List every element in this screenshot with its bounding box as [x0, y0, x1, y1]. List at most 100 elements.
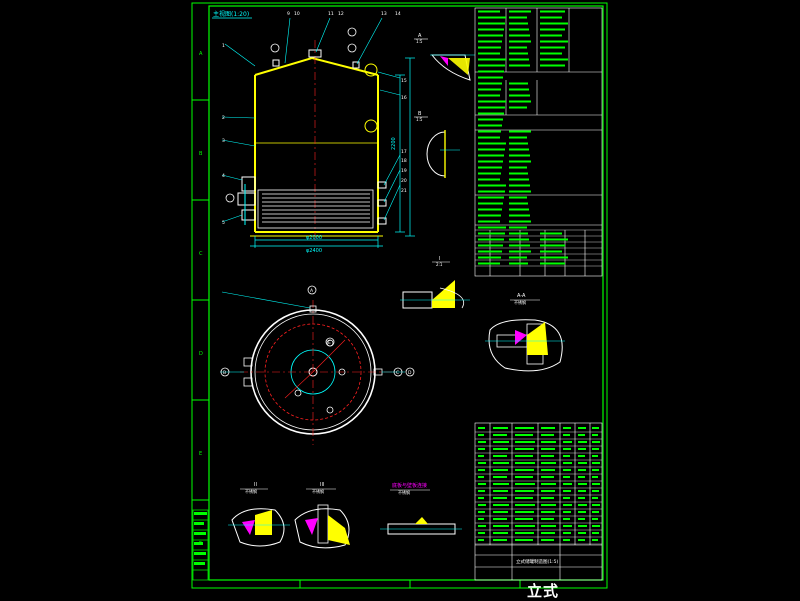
part-cell-text — [515, 462, 535, 464]
table-cell-text — [540, 52, 562, 55]
table-cell-text — [509, 52, 528, 55]
part-cell-text — [578, 532, 586, 534]
part-cell-text — [563, 455, 570, 457]
part-cell-text — [493, 469, 508, 471]
part-numbers-top-group: 9 10 11 12 13 14 — [287, 11, 401, 17]
table-cell-text — [478, 178, 500, 181]
plan-view: A B C D E — [220, 285, 415, 445]
part-cell-text — [563, 497, 570, 499]
zone-letter-e: E — [199, 451, 202, 457]
part-cell-text — [563, 476, 570, 478]
part-cell-text — [493, 497, 507, 499]
part-cell-text — [478, 448, 485, 450]
part-cell-text — [478, 539, 484, 541]
elevation-view: 主视图(1:20) — [212, 10, 415, 254]
left-stamp-fill — [194, 512, 207, 565]
part-cell-text — [578, 525, 587, 527]
part-number: 20 — [401, 178, 407, 184]
table-cell-text — [509, 208, 529, 211]
tank-roof — [254, 56, 379, 76]
table-cell-text — [478, 148, 505, 151]
part-numbers-right-group: 15 16 17 18 19 20 21 — [401, 78, 407, 194]
elevation-title: 主视图(1:20) — [213, 10, 249, 18]
table-cell-text — [540, 40, 568, 43]
leader-lines — [221, 17, 401, 223]
table-cell-text — [509, 160, 531, 163]
part-cell-text — [578, 518, 585, 520]
part-cell-text — [578, 490, 586, 492]
elevation-dimensions — [250, 57, 415, 248]
table-cell-text — [509, 82, 528, 85]
table-cell-text — [478, 160, 503, 163]
technical-data-table — [474, 7, 603, 277]
nozzle-label: A — [310, 288, 314, 294]
part-cell-text — [578, 441, 587, 443]
part-cell-text — [578, 469, 586, 471]
table-cell-text — [509, 16, 527, 19]
table-cell-text — [478, 214, 501, 217]
zone-letter-c: C — [199, 251, 203, 257]
part-cell-text — [515, 532, 534, 534]
part-cell-text — [478, 518, 484, 520]
part-cell-text — [592, 490, 599, 492]
part-number: 5 — [222, 220, 225, 226]
detail-bottom-sub: 不锈钢 — [398, 489, 410, 495]
table-cell-text — [478, 244, 503, 247]
part-cell-text — [515, 448, 534, 450]
part-cell-text — [541, 462, 556, 464]
table-cell-text — [540, 64, 565, 67]
part-cell-text — [541, 469, 555, 471]
table-cell-text — [509, 244, 530, 247]
detail-roof-edge: A 1:5 — [414, 33, 475, 81]
part-cell-text — [578, 476, 585, 478]
table-cell-text — [478, 64, 505, 67]
part-cell-text — [578, 511, 586, 513]
table-cell-text — [509, 214, 530, 217]
part-cell-text — [592, 427, 599, 429]
table-cell-text — [540, 244, 565, 247]
part-cell-text — [578, 504, 587, 506]
table-cell-text — [478, 70, 504, 73]
part-cell-text — [592, 497, 598, 499]
table-cell-text — [509, 262, 528, 265]
detail-ii: II 不锈钢 — [228, 482, 290, 547]
part-cell-text — [493, 448, 508, 450]
table-cell-text — [478, 100, 506, 103]
part-cell-text — [493, 518, 507, 520]
detail-aa-sub: 不锈钢 — [514, 299, 526, 305]
part-cell-text — [578, 497, 585, 499]
table-cell-text — [509, 100, 531, 103]
part-cell-text — [541, 497, 554, 499]
part-number: 2 — [222, 115, 225, 121]
table-cell-text — [540, 256, 568, 259]
table-cell-text — [478, 208, 502, 211]
detail-aa: A-A 不锈钢 — [485, 293, 565, 372]
dim-inner-diameter: φ2000 — [306, 235, 322, 241]
part-cell-text — [493, 427, 508, 429]
zone-letter-d: D — [199, 351, 203, 357]
part-cell-text — [563, 434, 570, 436]
table-cell-text — [478, 226, 506, 229]
table-cell-text — [478, 58, 506, 61]
table-cell-text — [478, 76, 503, 79]
table-cell-text — [540, 250, 562, 253]
table-cell-text — [540, 262, 565, 265]
part-cell-text — [515, 441, 535, 443]
table-cell-text — [509, 196, 527, 199]
table-cell-text — [509, 28, 529, 31]
table-cell-text — [478, 142, 506, 145]
part-cell-text — [541, 532, 555, 534]
title-block-name: 立式储罐制造图(1:5) — [516, 558, 558, 565]
part-number: 16 — [401, 95, 407, 101]
technical-data-rows — [475, 10, 602, 267]
part-cell-text — [592, 539, 598, 541]
table-cell-text — [540, 46, 565, 49]
part-cell-text — [563, 511, 571, 513]
table-cell-text — [540, 10, 565, 13]
part-cell-text — [592, 518, 598, 520]
table-cell-text — [478, 262, 500, 265]
part-cell-text — [563, 469, 571, 471]
part-cell-text — [592, 483, 600, 485]
table-cell-text — [540, 58, 568, 61]
part-cell-text — [563, 532, 571, 534]
